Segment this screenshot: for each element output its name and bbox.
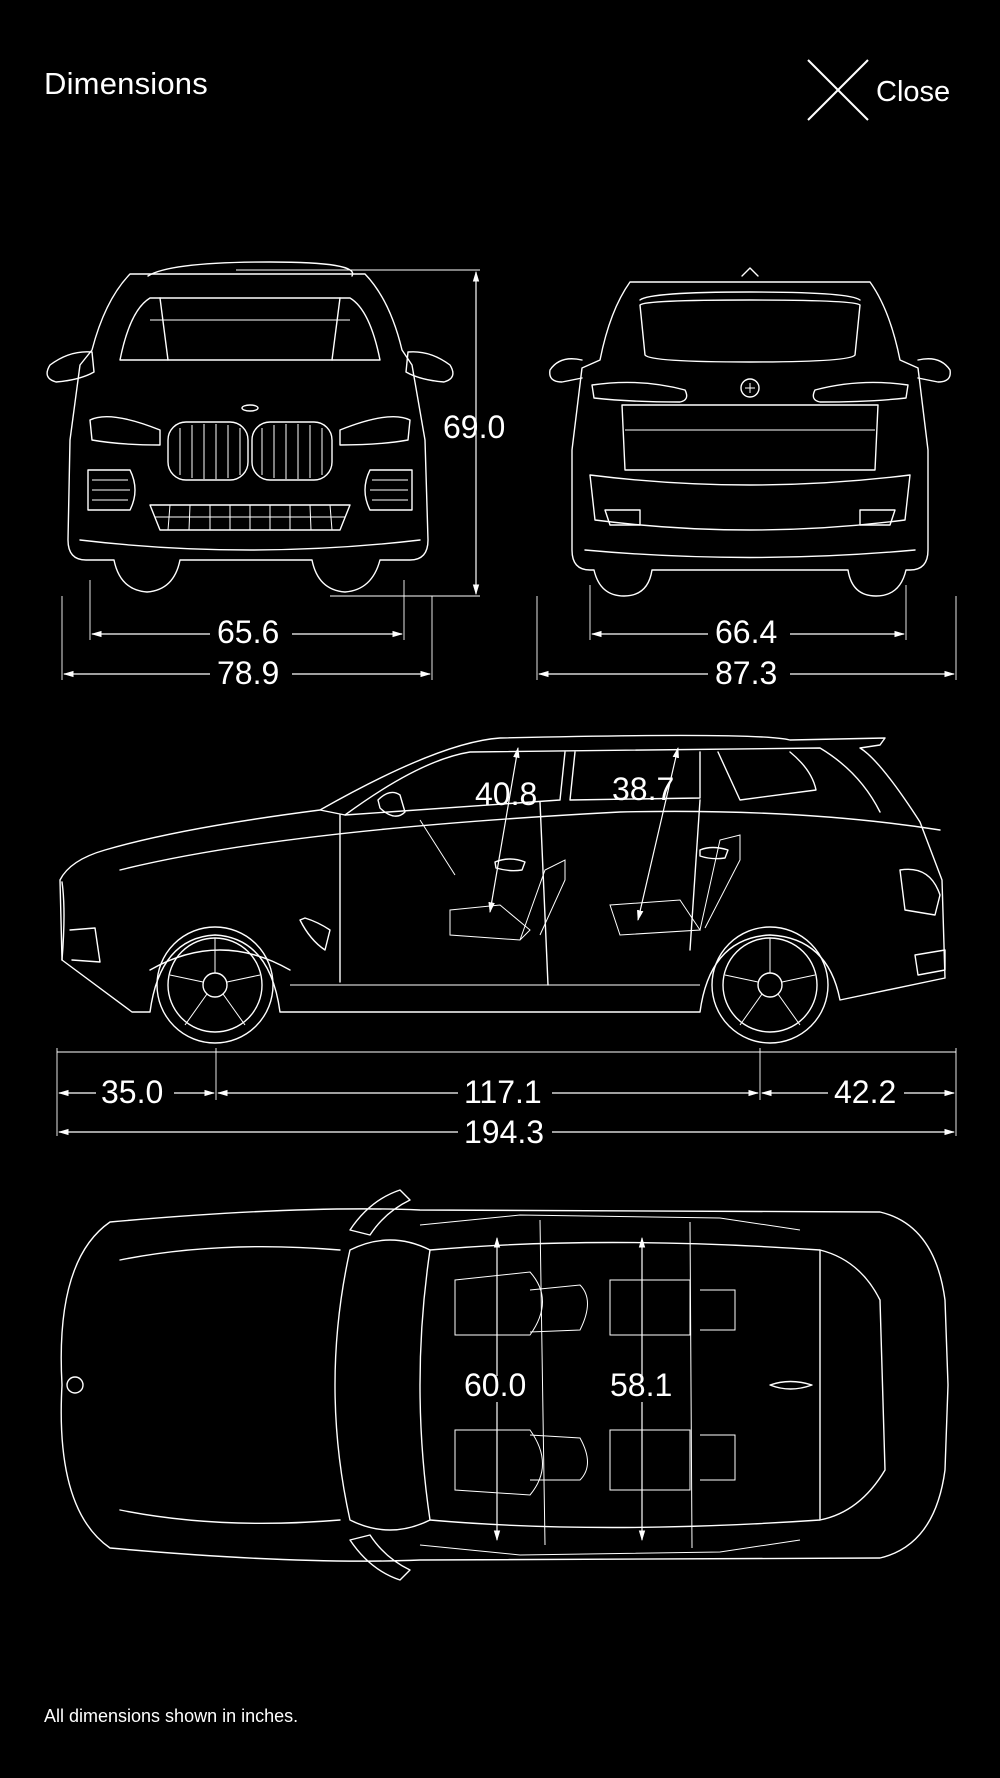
close-x-icon — [807, 59, 869, 121]
top-dimensions: 60.0 58.1 — [464, 1236, 672, 1542]
rear-dimensions: 66.4 87.3 — [536, 585, 957, 691]
rear-track-label: 66.4 — [715, 614, 777, 650]
front-width-label: 78.9 — [217, 655, 279, 691]
side-view-drawing — [59, 734, 946, 1044]
length-label: 194.3 — [464, 1114, 544, 1150]
side-dimensions: 40.8 38.7 35.0 117.1 42.2 194.3 — [56, 746, 957, 1150]
rear-view-drawing — [549, 267, 951, 597]
front-height-label: 69.0 — [443, 409, 505, 445]
headroom-front-label: 40.8 — [475, 776, 537, 812]
wheelbase-label: 117.1 — [464, 1074, 542, 1110]
front-overhang-label: 35.0 — [101, 1074, 163, 1110]
page-title: Dimensions — [44, 66, 208, 101]
front-track-label: 65.6 — [217, 614, 279, 650]
front-dimensions: 69.0 65.6 78.9 — [61, 269, 505, 691]
top-view-drawing — [60, 1189, 949, 1581]
units-footnote: All dimensions shown in inches. — [44, 1706, 299, 1726]
close-button[interactable]: Close — [806, 58, 966, 126]
front-view-drawing — [46, 261, 454, 593]
headroom-rear-label: 38.7 — [612, 771, 674, 807]
shoulder-rear-label: 58.1 — [610, 1367, 672, 1403]
shoulder-front-label: 60.0 — [464, 1367, 526, 1403]
close-label: Close — [876, 76, 951, 108]
rear-overhang-label: 42.2 — [834, 1074, 896, 1110]
rear-width-label: 87.3 — [715, 655, 777, 691]
